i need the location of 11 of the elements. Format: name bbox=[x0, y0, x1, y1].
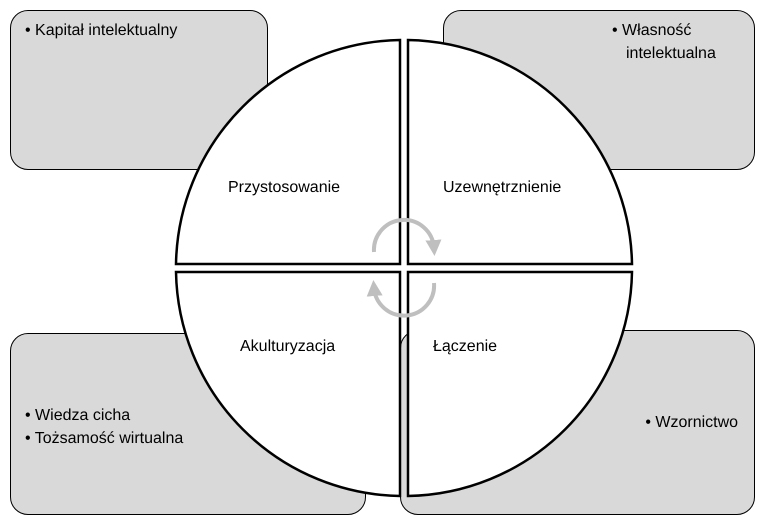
bullet-item: • Wzornictwo bbox=[645, 413, 740, 433]
quadrant-label: Łączenie bbox=[433, 338, 498, 356]
bullet-item: • Wiedza cicha bbox=[25, 406, 132, 426]
quadrant-label: Akulturyzacja bbox=[240, 338, 336, 356]
corner-panel bbox=[10, 10, 268, 170]
quadrant-label: Uzewnętrznienie bbox=[443, 179, 562, 197]
cycle-arrow bbox=[367, 280, 436, 318]
bullet-item: • Tożsamość wirtualna bbox=[25, 429, 184, 449]
bullet-item: • Kapitał intelektualny bbox=[25, 21, 178, 41]
bullet-item: • Własność intelektualna bbox=[612, 21, 717, 64]
quadrant-label: Przystosowanie bbox=[228, 179, 340, 197]
